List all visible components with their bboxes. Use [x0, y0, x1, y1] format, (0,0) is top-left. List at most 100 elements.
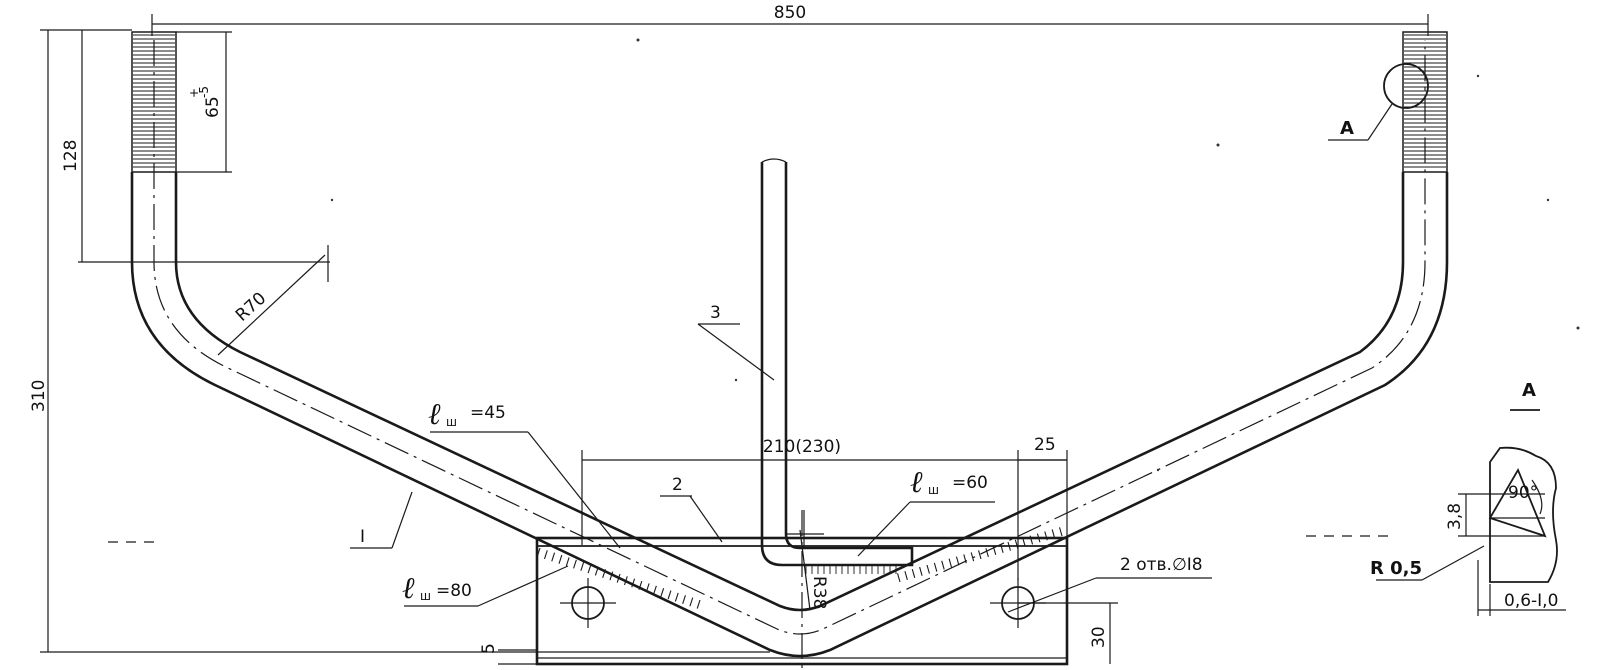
speckles [330, 38, 1580, 472]
callout-a: А [1328, 63, 1429, 141]
u-bolt-centerline [153, 40, 1426, 635]
detail-a: А 90° 3,8 R 0,5 0,6-I,0 [1370, 380, 1566, 616]
weld-hatch-tick [955, 556, 960, 566]
weld-hatch-tick [674, 592, 679, 602]
weld-hatch-tick [565, 557, 570, 567]
part-label-1: I [350, 491, 413, 549]
dim-850-label: 850 [774, 3, 806, 23]
dim-65-tol-upper: + [187, 88, 201, 98]
dim-inner-radius: R38 [799, 510, 829, 611]
svg-text:=60: =60 [952, 473, 988, 493]
detail-a-title: А [1522, 380, 1536, 401]
weld-hatch-tick [558, 554, 563, 564]
dim-310-label: 310 [29, 380, 49, 412]
weld-hatch-tick [653, 585, 657, 595]
dim-plate-thickness: 5 [479, 643, 537, 665]
dim-hole-height: 30 [1018, 602, 1118, 664]
weld-hatch-left [536, 547, 701, 609]
weld-hatch-tick [660, 588, 665, 597]
weld-hatch-tick [948, 558, 953, 568]
weld-hatch-tick [985, 548, 989, 558]
dim-5-label: 5 [479, 643, 499, 654]
weld-hatch-tick [645, 583, 650, 593]
weld-hatch-tick [667, 590, 672, 600]
weld-hatch-tick [1044, 531, 1048, 541]
weld-hatch-tick [609, 571, 614, 581]
svg-text:3: 3 [710, 303, 721, 323]
weld-hatch-tick [631, 578, 636, 588]
detail-depth-label: 3,8 [1445, 503, 1465, 530]
dim-65-tol-lower: -5 [197, 86, 211, 98]
svg-text:ш: ш [446, 415, 457, 429]
weld-hatch-tick [689, 597, 694, 607]
dim-thread-length: 65 + -5 [176, 31, 232, 173]
weld-hatch-tick [919, 566, 923, 576]
svg-text:2: 2 [672, 475, 683, 495]
weld-hatch-tick [543, 550, 548, 560]
weld-hatch-tick [1051, 529, 1056, 539]
weld-hatch-tick [1022, 537, 1026, 547]
weld-hatch-tick [1029, 535, 1034, 545]
dim-overall-height: 310 [29, 29, 770, 653]
weld-hatch-tick [941, 560, 945, 570]
weld-hatch-tick [1000, 543, 1004, 553]
dim-straight-length: 128 [61, 30, 330, 263]
r38-label: R38 [809, 576, 829, 609]
detail-radius-label: R 0,5 [1370, 558, 1422, 579]
weld-label-60: ℓ ш =60 [857, 465, 995, 557]
weld-hatch-tick [970, 552, 975, 562]
weld-hatch-tick [978, 550, 982, 560]
weld-hatch-tick [536, 547, 541, 557]
weld-hatch-tick [897, 573, 901, 583]
weld-label-80: ℓ ш =80 [402, 565, 569, 607]
part-label-3: 3 [697, 303, 775, 381]
rod [760, 158, 914, 574]
holes-note: 2 отв.∅I8 [1007, 555, 1212, 613]
weld-hatch-tick [623, 576, 628, 586]
dim-edge-distance: 25 [1017, 435, 1067, 580]
weld-hatch-tick [616, 573, 621, 583]
dim-25-label: 25 [1034, 435, 1056, 455]
weld-hatch-tick [602, 569, 606, 579]
weld-hatch-tick [594, 566, 599, 576]
weld-hatch-right [897, 527, 1063, 583]
weld-hatch-tick [933, 562, 938, 572]
detail-range-label: 0,6-I,0 [1504, 591, 1558, 611]
weld-hatch-tick [911, 569, 916, 578]
detail-angle-label: 90° [1508, 483, 1538, 503]
dim-65-label: 65 [203, 96, 223, 118]
weld-hatch-tick [573, 559, 577, 569]
weld-hatch-tick [992, 546, 997, 555]
part-label-2: 2 [660, 475, 723, 543]
weld-hatch-tick [963, 554, 967, 564]
u-bolt-inner [174, 172, 1405, 612]
weld-hatch-tick [1059, 527, 1063, 537]
weld-hatch-tick [682, 595, 686, 605]
dim-210-label: 210(230) [763, 437, 841, 457]
weld-hatch-tick [1036, 533, 1041, 543]
dim-128-label: 128 [61, 140, 81, 172]
dim-30-label: 30 [1089, 626, 1109, 648]
weld-label-45: ℓ ш =45 [428, 397, 621, 549]
svg-text:ℓ: ℓ [402, 571, 415, 606]
weld-hatch-tick [926, 564, 930, 574]
svg-text:=45: =45 [470, 403, 506, 423]
weld-hatch-tick [587, 564, 592, 574]
dim-plate-width: 210(230) [581, 437, 1068, 545]
hole-left [560, 578, 616, 628]
svg-text:I: I [360, 527, 365, 547]
r70-label: R70 [232, 288, 270, 325]
u-bolt [130, 31, 1449, 658]
u-bolt-outer [130, 172, 1449, 658]
base-plate [535, 510, 1069, 670]
weld-hatch-tick [638, 580, 643, 590]
weld-hatch-tick [551, 552, 556, 562]
weld-hatch-tick [580, 562, 585, 571]
svg-text:ш: ш [420, 589, 431, 603]
weld-hatch-tick [1007, 541, 1011, 551]
svg-text:=80: =80 [436, 581, 472, 601]
svg-text:ℓ: ℓ [428, 397, 441, 432]
weld-hatch-tick [904, 571, 908, 581]
dim-overall-width: 850 [151, 3, 1429, 36]
